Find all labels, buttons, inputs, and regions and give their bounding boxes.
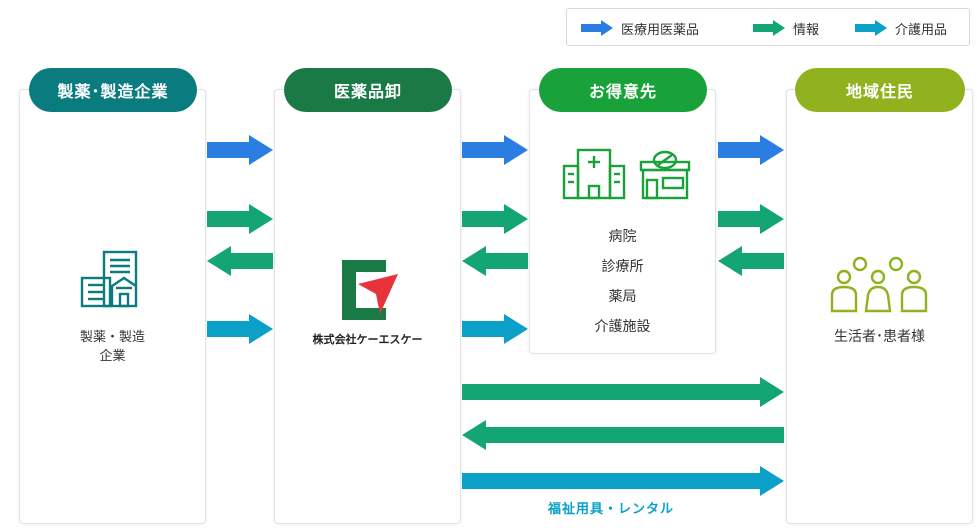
arrow-care-wholesaler-to-customer (462, 314, 528, 344)
manufacturer-header: 製薬･製造企業 (29, 68, 197, 112)
legend-item-care: 介護用品 (855, 9, 947, 47)
welfare-rental-caption: 福祉用具・レンタル (548, 502, 675, 517)
hospital-icon (562, 148, 626, 200)
customer-item-pharmacy: 薬局 (608, 289, 637, 305)
arrow-pharma-mfr-to-wholesaler (207, 135, 273, 165)
arrow-pharma-customer-to-residents (718, 135, 784, 165)
arrow-info-mfr-to-wholesaler (207, 204, 273, 234)
teal-arrow-icon (855, 20, 887, 36)
arrow-info-customer-to-wholesaler (462, 246, 528, 276)
building-icon (80, 250, 138, 308)
customer-item-clinic: 診療所 (601, 259, 644, 275)
residents-label: 生活者･患者様 (834, 329, 925, 345)
manufacturer-label: 製薬・製造 企業 (19, 328, 206, 366)
wholesaler-column (274, 89, 461, 524)
pharmacy-icon (639, 150, 691, 200)
legend-label-care: 介護用品 (895, 22, 948, 38)
legend-label-pharma: 医療用医薬品 (621, 22, 700, 38)
blue-arrow-icon (581, 20, 613, 36)
arrow-info-wholesaler-to-mfr (207, 246, 273, 276)
legend: 医療用医薬品 情報 介護用品 (566, 8, 970, 46)
green-arrow-icon (753, 20, 785, 36)
customer-item-hospital: 病院 (608, 229, 637, 245)
arrow-care-mfr-to-wholesaler (207, 314, 273, 344)
legend-item-info: 情報 (753, 9, 819, 47)
kske-logo (342, 260, 398, 320)
wholesaler-header: 医薬品卸 (284, 68, 452, 112)
arrow-pharma-wholesaler-to-customer (462, 135, 528, 165)
arrow-info-customer-to-residents (718, 204, 784, 234)
customer-list: 病院 診療所 薬局 介護施設 (529, 222, 716, 342)
arrow-care-wholesaler-to-residents (462, 466, 784, 496)
legend-item-pharma: 医療用医薬品 (581, 9, 699, 47)
customer-item-care-facility: 介護施設 (594, 319, 651, 335)
customers-column (529, 89, 716, 354)
arrow-info-residents-to-wholesaler (462, 420, 784, 450)
residents-header: 地域住民 (795, 68, 965, 112)
residents-column (786, 89, 973, 524)
customers-header: お得意先 (539, 68, 707, 112)
arrow-info-wholesaler-to-residents (462, 377, 784, 407)
legend-label-info: 情報 (793, 22, 820, 38)
manufacturer-label-line2: 企業 (99, 349, 126, 364)
manufacturer-label-line1: 製薬・製造 (79, 330, 145, 345)
arrow-info-residents-to-customer (718, 246, 784, 276)
company-name: 株式会社ケーエスケー (312, 333, 423, 346)
people-icon (830, 256, 928, 313)
arrow-info-wholesaler-to-customer (462, 204, 528, 234)
